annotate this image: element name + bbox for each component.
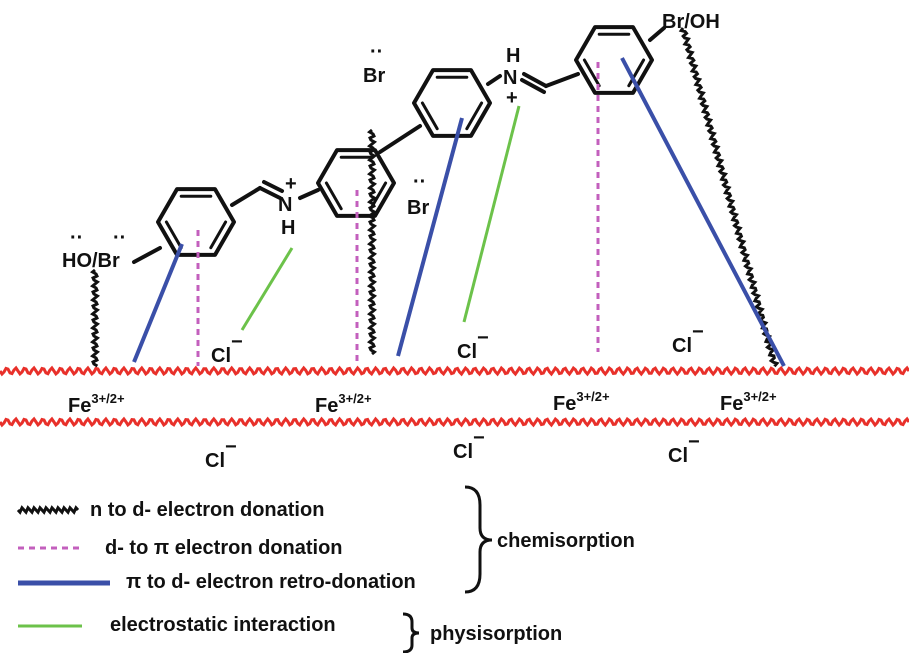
svg-text:Cl−: Cl− <box>205 436 237 472</box>
iron-label-3: Fe3+/2+ <box>553 389 610 415</box>
pi-to-d-retro-donation-2 <box>396 117 464 357</box>
benzene-ring-left <box>156 187 236 257</box>
legend: n to d- electron donation d- to π electr… <box>16 485 635 653</box>
iron-label-4: Fe3+/2+ <box>720 389 777 415</box>
svg-text:Fe3+/2+: Fe3+/2+ <box>315 391 372 417</box>
molecule-structure <box>132 25 666 264</box>
n-to-d-donation-3 <box>678 27 780 368</box>
bond-right-imine-double <box>520 78 546 94</box>
benzene-ring-center-right <box>412 68 492 138</box>
bond-right-ch-to-ring <box>544 72 580 88</box>
interaction-lines <box>89 27 786 368</box>
benzene-ring-right-double-bond <box>627 58 646 88</box>
chloride-label-3: Cl− <box>672 321 704 357</box>
imine-right-charge: + <box>506 87 518 109</box>
svg-text:Fe3+/2+: Fe3+/2+ <box>553 389 610 415</box>
legend-label-4: electrostatic interaction <box>110 614 336 636</box>
chloride-label-5: Cl− <box>453 427 485 463</box>
chloride-label-6: Cl− <box>668 431 700 467</box>
imine-left-charge: + <box>285 173 297 195</box>
pi-to-d-retro-donation-1 <box>132 243 184 363</box>
imine-right-hydrogen: H <box>506 45 520 67</box>
legend-label-2: d- to π electron donation <box>105 537 343 559</box>
electrostatic-interaction-1 <box>240 247 294 331</box>
svg-text:Fe3+/2+: Fe3+/2+ <box>720 389 777 415</box>
chloride-label-4: Cl− <box>205 436 237 472</box>
chemisorption-brace <box>464 485 493 594</box>
bond-left-imine-double <box>262 180 284 193</box>
svg-text:Cl−: Cl− <box>457 327 489 363</box>
legend-swatch-wavy <box>16 505 80 515</box>
svg-text:Cl−: Cl− <box>672 321 704 357</box>
lone-pair-left-bromine: ·· <box>113 227 126 249</box>
lone-pair-oxygen: ·· <box>70 227 83 249</box>
n-to-d-donation-1 <box>89 268 101 368</box>
imine-right-nitrogen: N <box>503 67 517 89</box>
svg-text:Fe3+/2+: Fe3+/2+ <box>68 391 125 417</box>
benzene-ring-left-double-bond <box>209 220 228 250</box>
iron-label-1: Fe3+/2+ <box>68 391 125 417</box>
benzene-ring-right <box>574 25 654 95</box>
chloride-label-2: Cl− <box>457 327 489 363</box>
bond-left-imine-ch <box>258 186 282 200</box>
bond-left-ring-substituent <box>132 246 162 264</box>
bond-left-ring-to-ch <box>230 186 262 207</box>
imine-left-hydrogen: H <box>281 217 295 239</box>
n-to-d-donation-2 <box>366 128 378 356</box>
benzene-ring-right-double-bond <box>582 58 601 88</box>
physisorption-label: physisorption <box>430 623 562 645</box>
legend-label-1: n to d- electron donation <box>90 499 324 521</box>
bond-right-ring-substituent <box>648 26 666 42</box>
bond-right-imine <box>522 72 548 88</box>
electrostatic-interaction-2 <box>462 105 521 323</box>
bond-biphenyl <box>378 124 422 154</box>
physisorption-brace <box>402 612 420 653</box>
left-substituent-label: HO/Br <box>62 250 120 272</box>
lone-pair-top-bromine: ·· <box>370 41 383 63</box>
iron-label-2: Fe3+/2+ <box>315 391 372 417</box>
chemisorption-label: chemisorption <box>497 530 635 552</box>
benzene-ring-left-double-bond <box>164 220 183 250</box>
bond-left-n-to-ring <box>298 188 320 200</box>
pi-to-d-retro-donation-3 <box>620 57 786 367</box>
chloride-label-1: Cl− <box>211 331 243 367</box>
lone-pair-bottom-bromine: ·· <box>413 171 426 193</box>
svg-text:Cl−: Cl− <box>211 331 243 367</box>
benzene-ring-center-right-double-bond <box>465 101 484 131</box>
benzene-ring-center-left-double-bond <box>324 181 343 211</box>
surface-line-top <box>0 365 909 377</box>
bottom-bromine-label: Br <box>407 197 429 219</box>
metal-surface <box>0 365 909 428</box>
surface-line-bottom <box>0 416 909 428</box>
top-bromine-label: Br <box>363 65 385 87</box>
svg-text:Cl−: Cl− <box>453 427 485 463</box>
legend-label-3: π to d- electron retro-donation <box>126 571 416 593</box>
svg-text:Cl−: Cl− <box>668 431 700 467</box>
imine-left-nitrogen: N <box>278 194 292 216</box>
bond-right-ring-to-n <box>486 74 502 86</box>
right-substituent-label: Br/OH <box>662 11 720 33</box>
benzene-ring-center-right-double-bond <box>420 101 439 131</box>
